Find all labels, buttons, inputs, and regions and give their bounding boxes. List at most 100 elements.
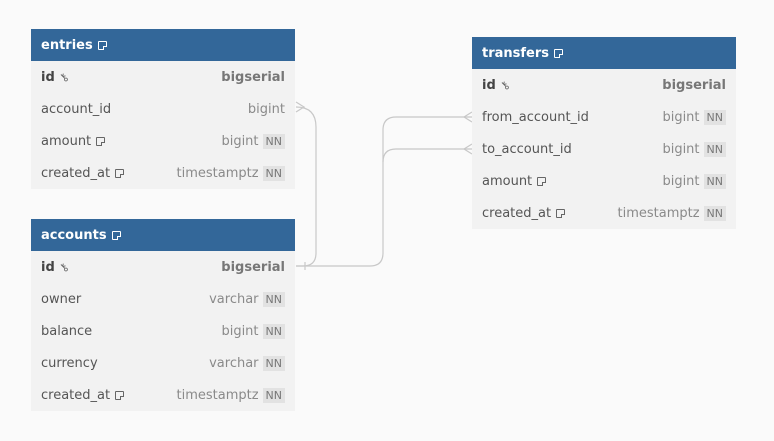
link-accounts-transfers-to [382, 148, 472, 163]
column-type-text: bigint [247, 101, 285, 117]
column-type: bigserial [221, 260, 285, 275]
note-icon [96, 136, 106, 146]
key-icon: ⚷ [497, 77, 513, 93]
column-name: account_id [41, 102, 248, 117]
column-type-text: bigint [221, 133, 259, 149]
column-row-id[interactable]: id⚷bigserial [31, 61, 295, 93]
table-header[interactable]: entries [31, 29, 295, 61]
note-icon [97, 40, 107, 50]
column-name: created_at [41, 388, 176, 403]
note-icon [115, 168, 125, 178]
column-name: created_at [482, 206, 617, 221]
column-name: currency [41, 356, 209, 371]
column-name: from_account_id [482, 110, 662, 125]
not-null-badge: NN [262, 355, 285, 371]
column-name: created_at [41, 166, 176, 181]
column-name-text: created_at [482, 205, 552, 221]
not-null-badge: NN [262, 291, 285, 307]
column-name-text: owner [41, 291, 82, 307]
column-name: amount [41, 134, 221, 149]
column-name-text: created_at [41, 165, 111, 181]
column-name-text: created_at [41, 387, 111, 403]
column-type-text: timestamptz [176, 387, 259, 403]
link-entries-crowfoot [295, 101, 306, 113]
column-name-text: from_account_id [482, 109, 589, 125]
column-name: amount [482, 174, 662, 189]
column-type: bigserial [662, 78, 726, 93]
column-type-text: bigserial [662, 77, 726, 93]
column-name-text: amount [482, 173, 533, 189]
note-icon [115, 390, 125, 400]
table-title: entries [41, 37, 93, 53]
key-icon: ⚷ [56, 69, 72, 85]
column-name-text: amount [41, 133, 92, 149]
column-name: owner [41, 292, 209, 307]
column-type-text: varchar [209, 291, 259, 307]
table-header[interactable]: transfers [472, 37, 736, 69]
column-name: id⚷ [482, 78, 662, 93]
column-type-text: bigserial [221, 69, 285, 85]
column-row-id[interactable]: id⚷bigserial [31, 251, 295, 283]
link-to-crowfoot [462, 143, 473, 155]
column-type: bigserial [221, 70, 285, 85]
column-name-text: id [41, 69, 55, 85]
column-name: id⚷ [41, 70, 221, 85]
not-null-badge: NN [703, 205, 726, 221]
not-null-badge: NN [703, 141, 726, 157]
link-accounts-transfers [296, 116, 472, 267]
column-type-text: bigserial [221, 259, 285, 275]
column-type-text: bigint [662, 141, 700, 157]
column-name: balance [41, 324, 221, 339]
column-name-text: id [482, 77, 496, 93]
column-name-text: currency [41, 355, 98, 371]
column-type-text: bigint [662, 173, 700, 189]
note-icon [111, 230, 121, 240]
table-title: accounts [41, 227, 107, 243]
not-null-badge: NN [703, 173, 726, 189]
not-null-badge: NN [262, 323, 285, 339]
column-row-account-id[interactable]: account_id bigint [31, 93, 295, 125]
column-row-id[interactable]: id⚷bigserial [472, 69, 736, 101]
not-null-badge: NN [262, 165, 285, 181]
column-name: id⚷ [41, 260, 221, 275]
column-type-text: bigint [221, 323, 259, 339]
not-null-badge: NN [262, 133, 285, 149]
note-icon [537, 176, 547, 186]
link-entries-accounts [295, 106, 317, 267]
key-icon: ⚷ [56, 259, 72, 275]
column-type-text: timestamptz [176, 165, 259, 181]
column-type-text: bigint [662, 109, 700, 125]
column-name: to_account_id [482, 142, 662, 157]
not-null-badge: NN [703, 109, 726, 125]
column-type: bigint [248, 102, 285, 117]
table-header[interactable]: accounts [31, 219, 295, 251]
column-type-text: timestamptz [617, 205, 700, 221]
column-name-text: account_id [41, 101, 112, 117]
link-from-crowfoot [462, 111, 473, 123]
